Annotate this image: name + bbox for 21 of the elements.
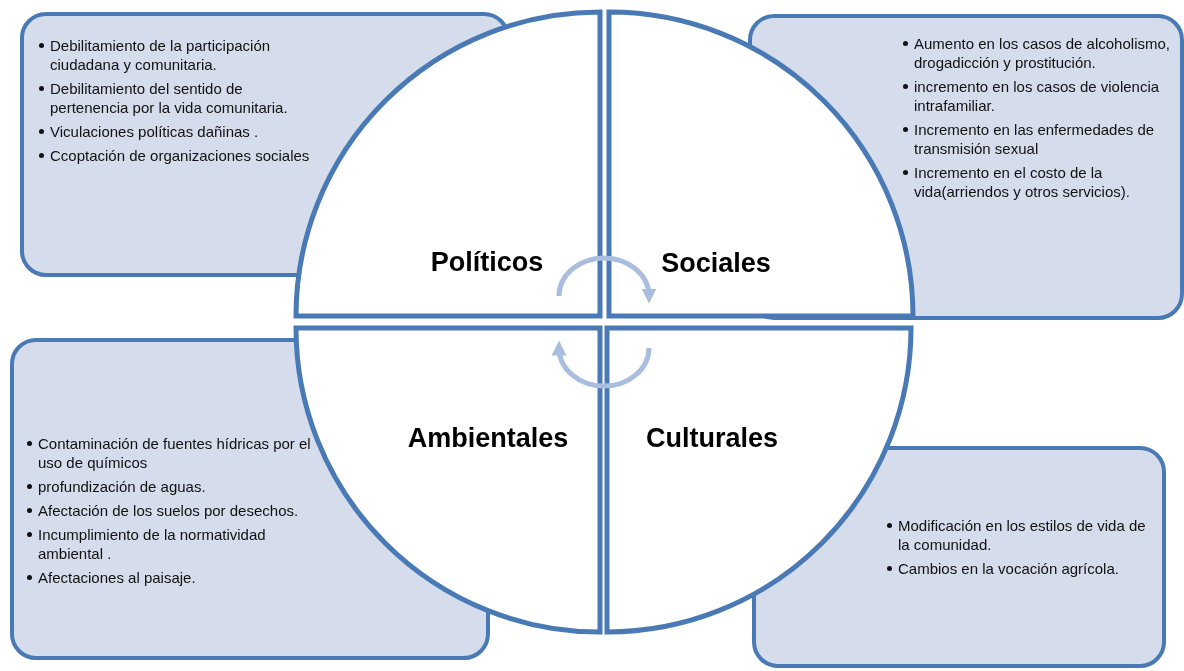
quadrant-label: Ambientales	[407, 422, 569, 454]
quadrant-label: Políticos	[430, 246, 544, 278]
bullet-text: Modificación en los estilos de vida de la comunidad.	[886, 516, 1156, 554]
quadrant-label: Culturales	[646, 422, 778, 454]
bullet-text: profundización de aguas.	[26, 477, 316, 496]
bullet-text: Ccoptación de organizaciones sociales	[38, 146, 313, 165]
bullet-text: Incumplimiento de la normatividad ambiental .	[26, 525, 316, 563]
bullet-text: Afectación de los suelos por desechos.	[26, 501, 316, 520]
bullet-text: Cambios en la vocación agrícola.	[886, 559, 1156, 578]
bullet-text: Debilitamiento del sentido de pertenencia por la vida comunitaria.	[38, 79, 313, 117]
bullet-text: Viculaciones políticas dañinas .	[38, 122, 313, 141]
bullet-text: incremento en los casos de violencia intrafamiliar.	[902, 77, 1178, 115]
bullet-text: Afectaciones al paisaje.	[26, 568, 316, 587]
bullet-text: Aumento en los casos de alcoholismo, drogadicción y prostitución.	[902, 34, 1178, 72]
bullet-text: Incremento en el costo de la vida(arriendos y otros servicios).	[902, 163, 1178, 201]
bullet-text: Debilitamiento de la participación ciudadana y comunitaria.	[38, 36, 313, 74]
quadrant-label: Sociales	[661, 247, 771, 279]
bullet-text: Incremento en las enfermedades de transmisión sexual	[902, 120, 1178, 158]
cycle-arrow	[552, 340, 652, 389]
cycle-arrow	[556, 255, 656, 304]
bullet-text: Contaminación de fuentes hídricas por el uso de químicos	[26, 434, 316, 472]
